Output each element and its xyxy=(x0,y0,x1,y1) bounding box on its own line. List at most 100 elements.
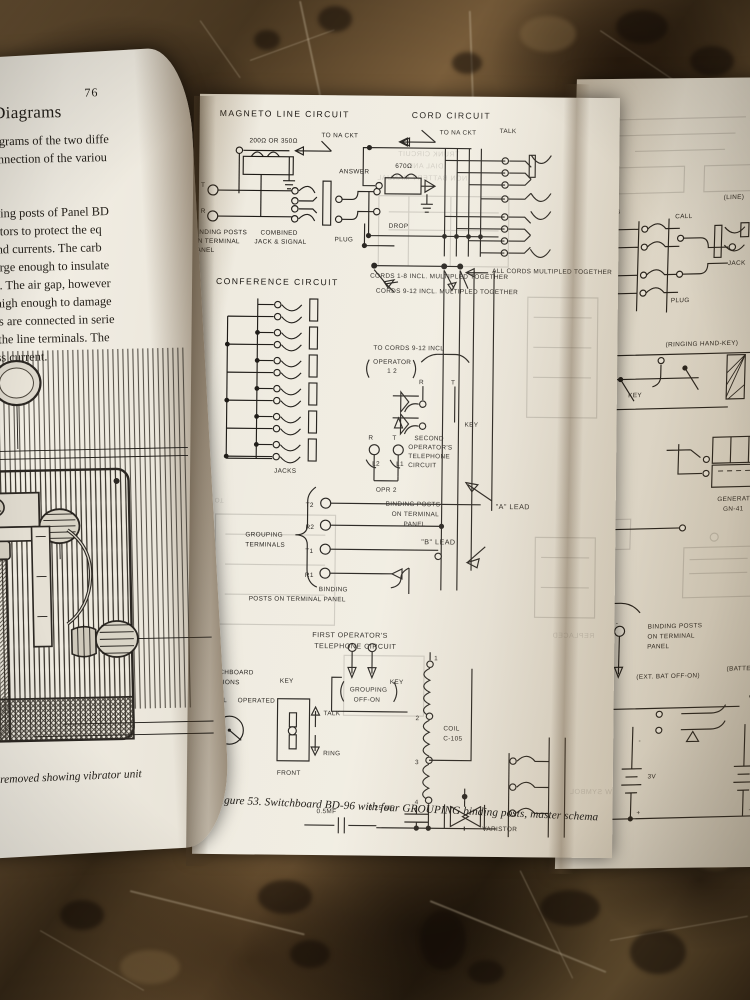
varistor-label: VARISTOR xyxy=(482,826,517,833)
cord-drop-label: DROP xyxy=(389,223,409,230)
coil-c105: C-105 xyxy=(443,735,462,742)
cord-multipled-9-12: CORDS 9-12 INCL. MULTIPLED TOGETHER xyxy=(376,288,518,296)
grouping-posts-terminal: POSTS ON TERMINAL PANEL xyxy=(249,595,346,603)
coil-label: COIL xyxy=(443,725,459,732)
operator-label: OPERATOR xyxy=(373,359,411,366)
far-label-jack: JACK xyxy=(728,260,746,267)
grouping-r2: R2 xyxy=(305,524,314,531)
second-op-t2: T xyxy=(392,435,396,442)
coil-tap-4: 4 xyxy=(415,799,419,806)
grouping-r1: R1 xyxy=(305,572,314,579)
magneto-answer-label: ANSWER xyxy=(339,168,369,175)
section-heading: chematic Diagrams xyxy=(0,102,62,124)
far-label-line: (LINE) xyxy=(724,194,745,201)
leads: "A" LEAD "B" LEAD xyxy=(421,481,530,569)
cord-talk-label: TALK xyxy=(500,128,517,135)
magneto-line-circuit: MAGNETO LINE CIRCUIT 200Ω OR 350Ω TO NA … xyxy=(192,108,395,254)
page-number: 76 xyxy=(84,85,99,100)
left-page-content: 76 chematic Diagrams 54 are schematic di… xyxy=(0,51,218,858)
cord-all-multipled-1: ALL CORDS MULTIPLED TOGETHER xyxy=(492,268,612,276)
operator-12: 1 2 xyxy=(387,368,397,375)
cap-025mf: 0.25 MF xyxy=(368,805,394,812)
far-label-generator: GENERATOR xyxy=(717,495,750,503)
conference-jacks-label: JACKS xyxy=(274,468,296,475)
grouping-t1: T1 xyxy=(305,548,313,555)
to-cords-9-12: TO CORDS 9-12 INCL xyxy=(373,345,444,353)
magneto-resistance-label: 200Ω OR 350Ω xyxy=(249,137,297,145)
second-op-1: SECOND xyxy=(414,435,444,442)
cord-multipled-1-8: CORDS 1-8 INCL. MULTIPLED TOGETHER xyxy=(370,273,508,281)
svg-text:-: - xyxy=(638,738,641,745)
sb-positions-1: SWITCHBOARD xyxy=(202,669,254,677)
second-op-l2: L2 xyxy=(372,461,380,468)
svg-text:-: - xyxy=(616,620,619,627)
far-label-battery-1-2: (BATTERY 1-2) xyxy=(726,664,750,672)
cord-circuit: CORD CIRCUIT TO NA CKT 670Ω DROP xyxy=(362,110,612,591)
grouping-off-on-1: GROUPING xyxy=(350,686,388,693)
left-line-1: O-96 showing interconnection of the vari… xyxy=(0,150,108,169)
grouping-off-on-2: OFF-ON xyxy=(354,696,381,703)
first-op-label-2: TELEPHONE CIRCUIT xyxy=(314,642,396,651)
switchboard-positions: SWITCHBOARD POSITIONS NORMAL OPERATED KE… xyxy=(198,669,404,777)
svg-text:REPLACED: REPLACED xyxy=(552,632,594,640)
figure-55-caption: 55. Telering, cover removed showing vibr… xyxy=(0,768,142,790)
sb-key-label: KEY xyxy=(280,678,294,685)
far-label-gn41: GN-41 xyxy=(723,505,744,512)
magneto-plug-label: PLUG xyxy=(334,236,353,243)
far-label-ringing-hand-key: (RINGING HAND-KEY) xyxy=(665,340,738,349)
cord-670-label: 670Ω xyxy=(395,163,412,170)
svg-text:TRUNK CIRCUIT: TRUNK CIRCUIT xyxy=(397,150,459,159)
svg-text:DIAL AND: DIAL AND xyxy=(407,162,443,170)
second-operator-circuit: TO CORDS 9-12 INCL OPERATOR 1 2 R T KEY … xyxy=(365,345,479,528)
second-op-t: T xyxy=(451,379,455,386)
magneto-title: MAGNETO LINE CIRCUIT xyxy=(220,108,350,119)
magneto-binding-posts-1: BINDING POSTS xyxy=(193,229,248,237)
magneto-to-na-ckt: TO NA CKT xyxy=(322,132,359,139)
telering-illustration xyxy=(0,327,214,753)
magneto-binding-posts-2: ON TERMINAL xyxy=(192,238,240,245)
far-label-3v: 3V xyxy=(647,773,656,780)
grouping-t2: T2 xyxy=(306,502,314,509)
second-op-key: KEY xyxy=(464,422,478,429)
first-operator-circuit: FIRST OPERATOR'S TELEPHONE CIRCUIT 1 2 3… xyxy=(304,631,566,838)
coil-tap-1: 1 xyxy=(434,655,438,662)
diagram-page-figure: TRUNK CIRCUIT DIAL AND NON BATTERY MANUA… xyxy=(192,94,620,858)
far-label-panel: PANEL xyxy=(647,643,670,651)
second-op-on-terminal: ON TERMINAL xyxy=(392,511,440,518)
second-op-r2: R xyxy=(368,435,373,442)
sb-key-label-2: KEY xyxy=(390,679,404,686)
second-op-l1: L1 xyxy=(396,461,404,468)
cord-to-na-ckt: TO NA CKT xyxy=(440,129,477,136)
a-lead-label: "A" LEAD xyxy=(496,503,530,511)
sb-front: FRONT xyxy=(277,770,301,777)
far-label-key: KEY xyxy=(628,392,642,399)
second-op-r: R xyxy=(419,379,424,386)
magneto-combined-1: COMBINED xyxy=(261,229,298,236)
far-label-call: CALL xyxy=(675,213,693,220)
second-op-3: TELEPHONE xyxy=(408,453,450,460)
second-op-2: OPERATOR'S xyxy=(408,444,452,451)
magneto-combined-2: JACK & SIGNAL xyxy=(254,238,306,246)
cord-title: CORD CIRCUIT xyxy=(412,110,491,121)
figure-53-schematic: TRUNK CIRCUIT DIAL AND NON BATTERY MANUA… xyxy=(192,108,620,838)
grouping-label-2: TERMINALS xyxy=(245,541,285,548)
far-label-plug: PLUG xyxy=(671,297,690,304)
second-op-4: CIRCUIT xyxy=(408,462,436,469)
far-label-binding-posts: BINDING POSTS xyxy=(648,622,703,630)
sb-operated: OPERATED xyxy=(238,697,276,704)
conference-title: CONFERENCE CIRCUIT xyxy=(216,276,339,287)
sb-ring: RING xyxy=(323,750,340,757)
sb-talk: TALK xyxy=(323,710,340,717)
svg-text:+: + xyxy=(636,810,640,817)
second-op-opr2: OPR 2 xyxy=(376,487,397,494)
far-label-ext-bat-off-on: (EXT. BAT OFF-ON) xyxy=(636,672,700,681)
coil-tap-3: 3 xyxy=(415,759,419,766)
left-page: 76 chematic Diagrams 54 are schematic di… xyxy=(0,46,233,864)
svg-text:+: + xyxy=(749,807,750,814)
coil-tap-2: 2 xyxy=(415,715,419,722)
conference-circuit: CONFERENCE CIRCUIT xyxy=(216,276,339,475)
grouping-binding: BINDING xyxy=(319,586,348,593)
svg-text:NEW SYMBOL: NEW SYMBOL xyxy=(570,788,620,797)
b-lead-label: "B" LEAD xyxy=(421,538,455,546)
